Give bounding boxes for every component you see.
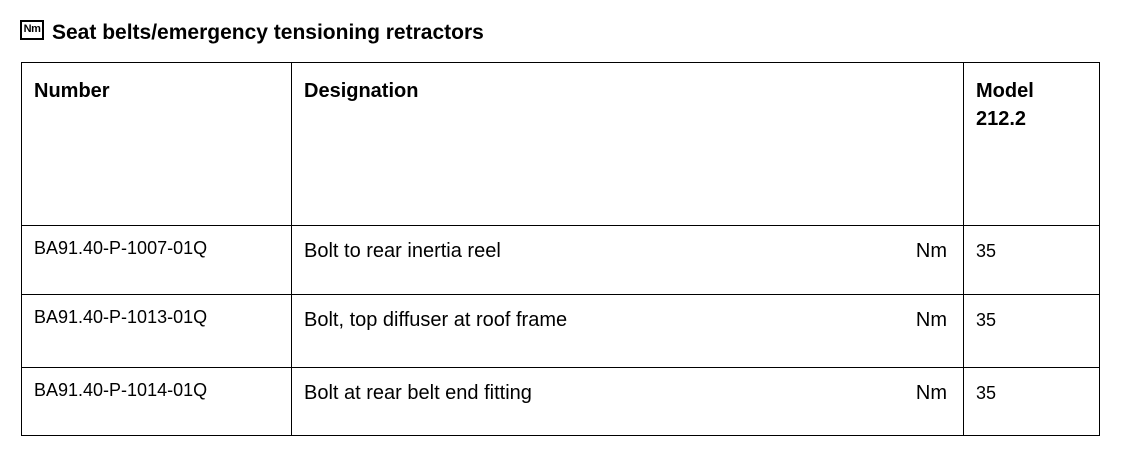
row-value: 35 [963, 367, 1100, 436]
row-number: BA91.40-P-1014-01Q [21, 367, 292, 436]
row-number: BA91.40-P-1007-01Q [21, 225, 292, 295]
header-designation: Designation [291, 62, 964, 226]
header-model: Model 212.2 [963, 62, 1100, 226]
table-row: BA91.40-P-1013-01Q Bolt, top diffuser at… [21, 294, 1100, 368]
row-value: 35 [963, 225, 1100, 295]
row-designation: Bolt at rear belt end fitting Nm [291, 367, 964, 436]
header-model-number: 212.2 [976, 108, 1027, 130]
row-designation-text: Bolt at rear belt end fitting [304, 382, 532, 404]
page-title: Seat belts/emergency tensioning retracto… [52, 21, 484, 44]
table-row: BA91.40-P-1007-01Q Bolt to rear inertia … [21, 225, 1100, 295]
page-heading: Nm Seat belts/emergency tensioning retra… [20, 18, 484, 44]
header-model-label: Model [976, 80, 1034, 102]
row-unit: Nm [915, 309, 947, 331]
row-designation-text: Bolt, top diffuser at roof frame [304, 309, 568, 331]
torque-spec-table: Number Designation Model 212.2 BA91.40-P… [21, 62, 1100, 436]
header-number: Number [21, 62, 292, 226]
row-designation: Bolt to rear inertia reel Nm [291, 225, 964, 295]
row-number: BA91.40-P-1013-01Q [21, 294, 292, 368]
row-unit: Nm [915, 382, 947, 404]
row-value: 35 [963, 294, 1100, 368]
torque-nm-icon: Nm [20, 20, 44, 40]
table-row: BA91.40-P-1014-01Q Bolt at rear belt end… [21, 367, 1100, 436]
row-designation: Bolt, top diffuser at roof frame Nm [291, 294, 964, 368]
row-unit: Nm [915, 240, 947, 262]
table-header-row: Number Designation Model 212.2 [21, 62, 1100, 226]
row-designation-text: Bolt to rear inertia reel [304, 240, 501, 262]
